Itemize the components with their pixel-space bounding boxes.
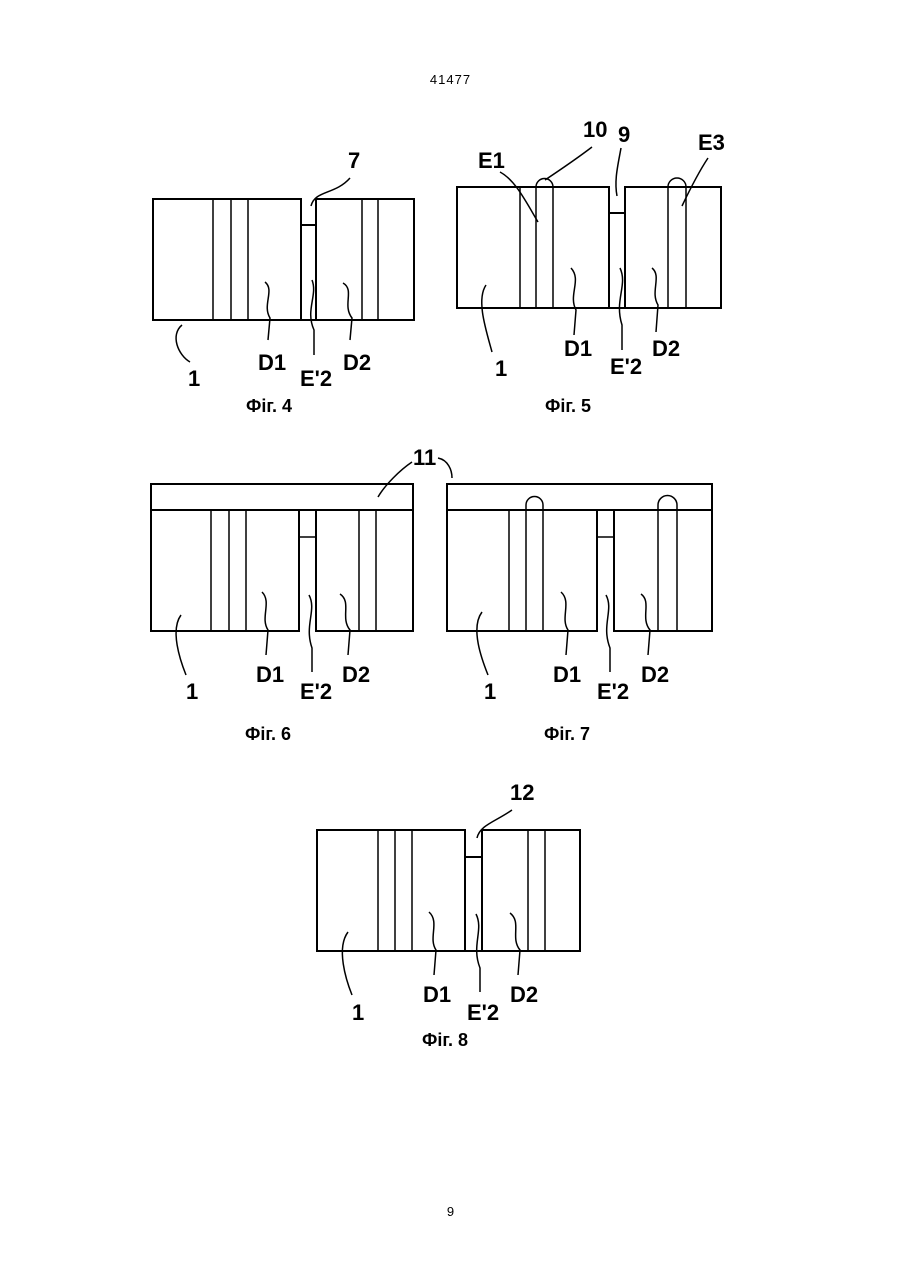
fig8-label-12: 12: [510, 780, 534, 805]
fig8-label-1: 1: [352, 1000, 364, 1025]
fig4-label-d2: D2: [343, 350, 371, 375]
fig7-label-e2: E'2: [597, 679, 629, 704]
fig7-right-block: [614, 510, 712, 631]
fig7-label-d1: D1: [553, 662, 581, 687]
page-number: 9: [0, 1204, 901, 1219]
fig4-label-d1: D1: [258, 350, 286, 375]
fig4-label-e2: E'2: [300, 366, 332, 391]
figure-7: 1 D1 E'2 D2 Фіг. 7: [447, 484, 712, 744]
fig8-label-e2: E'2: [467, 1000, 499, 1025]
fig6-caption: Фіг. 6: [245, 724, 291, 744]
fig5-label-1: 1: [495, 356, 507, 381]
fig7-caption: Фіг. 7: [544, 724, 590, 744]
fig8-left-block: [317, 830, 465, 951]
fig5-label-9: 9: [618, 122, 630, 147]
fig4-caption: Фіг. 4: [246, 396, 292, 416]
fig6-right-block: [316, 510, 413, 631]
fig4-right-block: [316, 199, 414, 320]
fig5-label-e2: E'2: [610, 354, 642, 379]
figure-6: 1 D1 E'2 D2 11 Фіг. 6: [151, 445, 452, 744]
fig8-label-d2: D2: [510, 982, 538, 1007]
fig6-label-e2: E'2: [300, 679, 332, 704]
fig5-caption: Фіг. 5: [545, 396, 591, 416]
fig6-label-d2: D2: [342, 662, 370, 687]
fig7-left-block: [447, 510, 597, 631]
fig8-caption: Фіг. 8: [422, 1030, 468, 1050]
fig7-label-d2: D2: [641, 662, 669, 687]
figure-8: 1 D1 E'2 D2 12 Фіг. 8: [317, 780, 580, 1050]
fig4-label-1: 1: [188, 366, 200, 391]
fig6-label-11: 11: [413, 445, 436, 470]
fig4-gap-e2: [301, 225, 316, 320]
figure-4: 1 D1 E'2 D2 7 Фіг. 4: [153, 148, 414, 416]
fig5-right-block: [625, 187, 721, 308]
fig5-left-block: [457, 187, 609, 308]
fig6-label-1: 1: [186, 679, 198, 704]
fig4-left-block: [153, 199, 301, 320]
fig6-left-block: [151, 510, 299, 631]
fig5-gap-e2: [609, 213, 625, 308]
fig7-label-1: 1: [484, 679, 496, 704]
fig8-label-d1: D1: [423, 982, 451, 1007]
fig8-right-block: [482, 830, 580, 951]
figure-5: 1 D1 E'2 D2 E1 10 9 E3 Фіг. 5: [457, 117, 725, 416]
fig5-label-e3: E3: [698, 130, 725, 155]
fig8-gap-e2: [465, 857, 482, 951]
fig4-label-7: 7: [348, 148, 360, 173]
fig6-label-d1: D1: [256, 662, 284, 687]
fig5-label-d1: D1: [564, 336, 592, 361]
fig5-label-d2: D2: [652, 336, 680, 361]
fig5-label-10: 10: [583, 117, 607, 142]
fig6-top-layer: [151, 484, 413, 510]
fig5-label-e1: E1: [478, 148, 505, 173]
